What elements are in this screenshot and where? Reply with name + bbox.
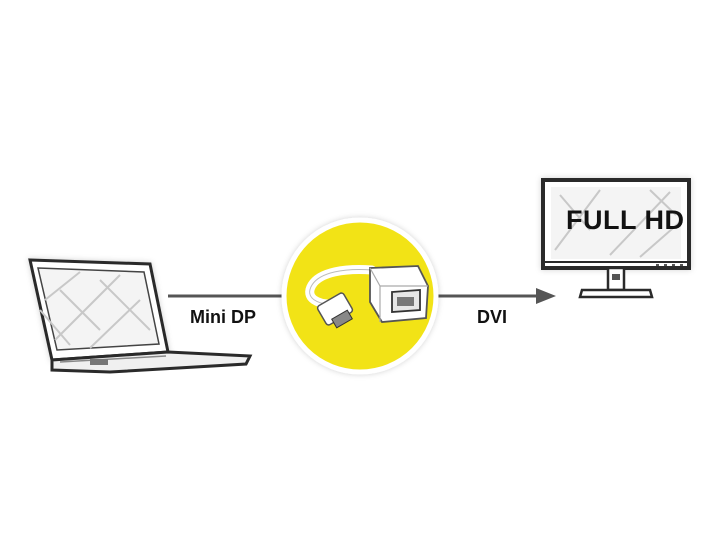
arrow-right-icon bbox=[536, 288, 556, 304]
dvi-label: DVI bbox=[477, 307, 508, 327]
monitor-icon bbox=[541, 178, 691, 299]
adapter-highlight-circle bbox=[281, 217, 439, 375]
full-hd-screen-text: FULL HD bbox=[566, 205, 685, 235]
mini-dp-to-dvi-adapter-icon bbox=[305, 265, 429, 329]
mini-dp-label: Mini DP bbox=[190, 307, 256, 327]
laptop-icon bbox=[28, 258, 253, 374]
